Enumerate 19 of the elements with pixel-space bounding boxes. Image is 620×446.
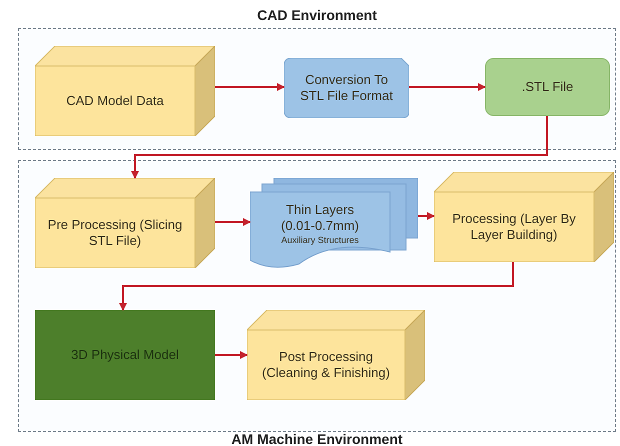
node-label: Conversion To STL File Format xyxy=(299,72,394,104)
node-label: 3D Physical Model xyxy=(71,346,179,364)
arrow xyxy=(418,212,435,220)
arrow xyxy=(215,351,248,359)
arrow xyxy=(119,262,514,311)
node-label: .STL File xyxy=(522,78,574,96)
node-label: Processing (Layer By Layer Building) xyxy=(451,210,577,244)
node-label: Thin Layers xyxy=(286,202,354,218)
node-label: Pre Processing (Slicing STL File) xyxy=(46,216,184,250)
panel-heading: CAD Environment xyxy=(256,8,378,22)
arrow xyxy=(215,218,251,226)
node-label: Post Processing (Cleaning & Finishing) xyxy=(261,348,391,382)
arrow xyxy=(409,83,486,91)
arrow xyxy=(131,116,548,179)
node-label: CAD Model Data xyxy=(66,92,164,110)
node-label: Auxiliary Structures xyxy=(281,234,359,246)
arrow xyxy=(215,83,285,91)
panel-heading: AM Machine Environment xyxy=(230,432,404,446)
node-label: (0.01-0.7mm) xyxy=(280,218,360,235)
